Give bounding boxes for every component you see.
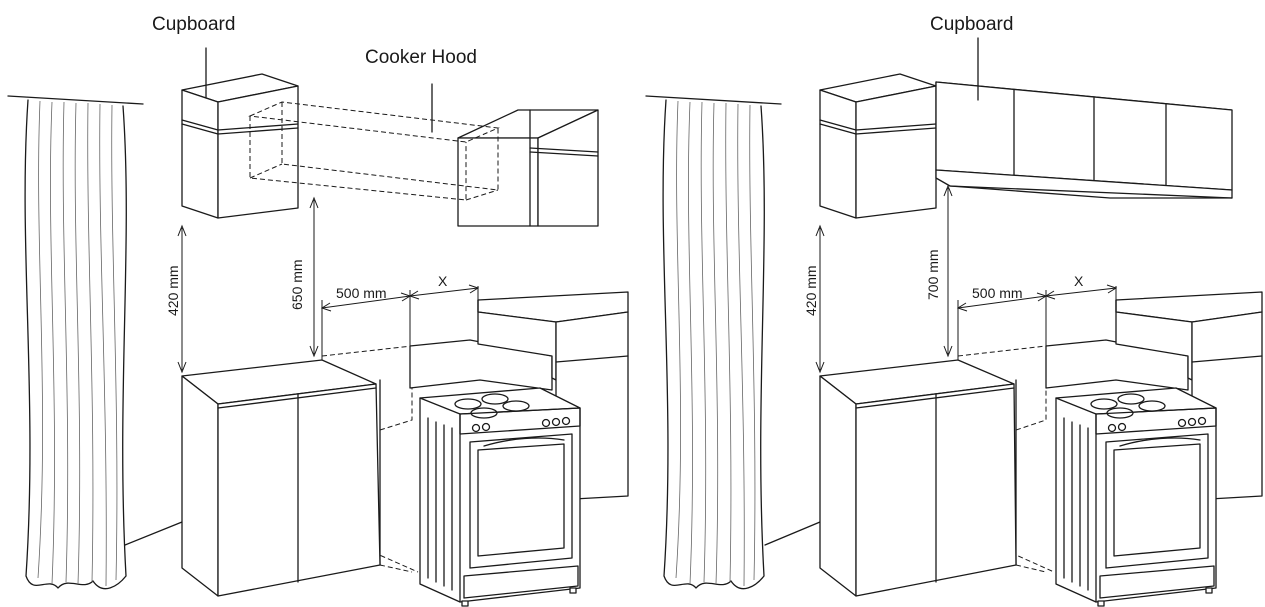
hood-clearance-label: 650 mm xyxy=(289,259,305,310)
right-panel: Cupboard 420 mm 700 mm 500 mm X xyxy=(645,14,1263,607)
curtain-icon xyxy=(7,95,144,590)
cupboard-label-left: Cupboard xyxy=(152,14,235,35)
top-clearance-label: 700 mm xyxy=(925,249,941,300)
width-label-left: 500 mm xyxy=(336,285,387,301)
cooker-icon xyxy=(419,387,581,607)
dimension-650 xyxy=(309,196,319,358)
side-clearance-label-left: 420 mm xyxy=(165,265,181,316)
left-panel: Cupboard Cooker Hood 420 mm 650 mm 500 m… xyxy=(7,14,629,607)
dimension-420-right xyxy=(815,224,825,374)
width-label-right: 500 mm xyxy=(972,285,1023,301)
x-label-left: X xyxy=(438,273,448,289)
cooker-hood-label: Cooker Hood xyxy=(365,47,477,68)
cooker-icon xyxy=(1055,387,1217,607)
cupboard-label-right: Cupboard xyxy=(930,14,1013,35)
dimension-700 xyxy=(943,184,953,358)
dimension-x-right xyxy=(1044,284,1118,300)
x-label-right: X xyxy=(1074,273,1084,289)
dimension-x-left xyxy=(408,284,480,300)
curtain-icon xyxy=(645,95,782,590)
cooker-hood-icon xyxy=(248,101,500,201)
side-clearance-label-right: 420 mm xyxy=(803,265,819,316)
dimension-420-left xyxy=(177,224,187,374)
